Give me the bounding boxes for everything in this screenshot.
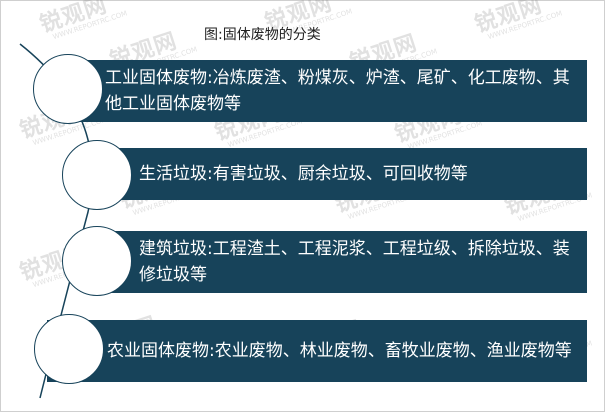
category-band-household: 生活垃圾:有害垃圾、厨余垃圾、可回收物等 xyxy=(97,148,587,200)
category-text: 生活垃圾:有害垃圾、厨余垃圾、可回收物等 xyxy=(139,164,468,184)
category-band-agricultural: 农业固体废物:农业废物、林业废物、畜牧业废物、渔业废物等 xyxy=(47,320,587,382)
category-text: 农业固体废物:农业废物、林业废物、畜牧业废物、渔业废物等 xyxy=(107,341,572,361)
diagram-title: 图:固体废物的分类 xyxy=(204,27,321,43)
category-circle xyxy=(62,140,132,210)
category-circle xyxy=(62,226,132,296)
category-circle xyxy=(34,314,104,384)
category-band-construction: 建筑垃圾:工程渣土、工程泥浆、工程垃级、拆除垃圾、装修垃圾等 xyxy=(97,231,587,293)
category-circle xyxy=(33,54,103,124)
category-text: 建筑垃圾:工程渣土、工程泥浆、工程垃级、拆除垃圾、装修垃圾等 xyxy=(139,239,570,285)
category-text: 工业固体废物:冶炼废渣、粉煤灰、炉渣、尾矿、化工废物、其他工业固体废物等 xyxy=(105,68,570,114)
category-band-industrial: 工业固体废物:冶炼废渣、粉煤灰、炉渣、尾矿、化工废物、其他工业固体废物等 xyxy=(65,60,587,122)
